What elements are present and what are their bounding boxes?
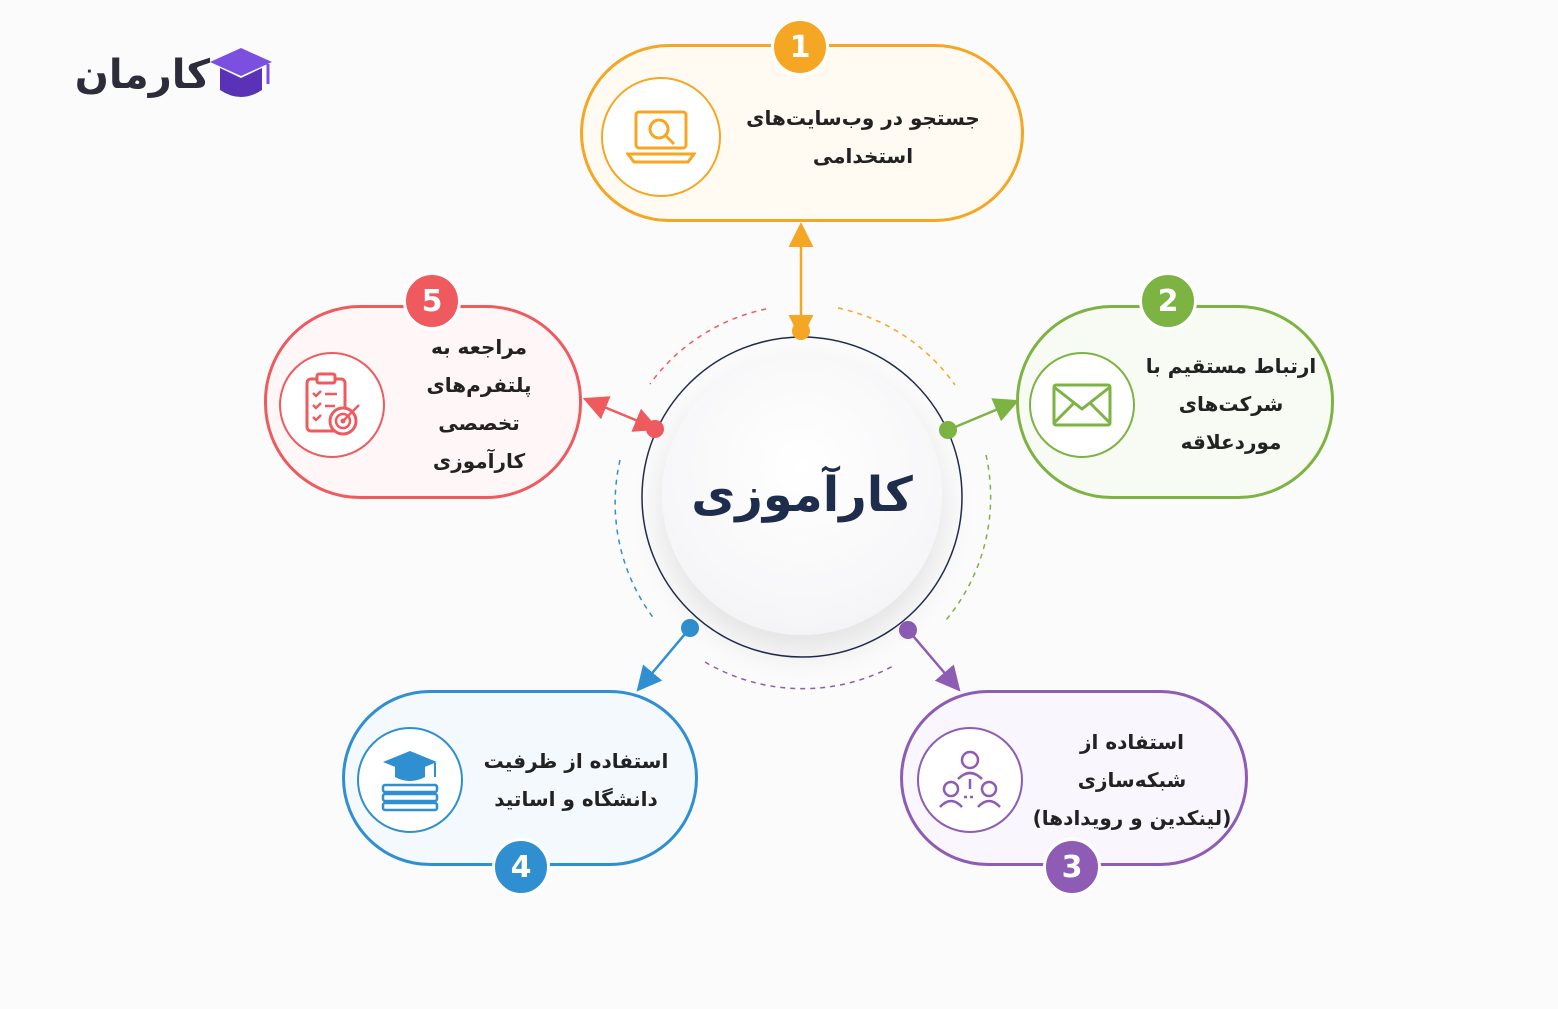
dashed-arc-purple	[704, 661, 896, 690]
step-3-badge: 3	[1043, 838, 1101, 896]
step-2-label: ارتباط مستقیم با شرکت‌های موردعلاقه	[1141, 348, 1321, 460]
step-3-label: استفاده از شبکه‌سازی (لینکدین و رویدادها…	[1027, 725, 1237, 835]
connector-2	[947, 398, 1020, 432]
node-2	[939, 421, 957, 439]
step-4-badge: 4	[492, 838, 550, 896]
connector-4	[636, 627, 691, 692]
dashed-arc-blue	[614, 459, 656, 621]
connector-5	[582, 396, 660, 432]
step-card-4[interactable]: استفاده از ظرفیت دانشگاه و اساتید	[342, 690, 698, 866]
brand-logo[interactable]: کارمان	[74, 44, 276, 114]
step-5-icon-circle	[279, 352, 385, 458]
hub-circle: کارآموزی	[662, 355, 942, 635]
step-1-label: جستجو در وب‌سایت‌های استخدامی	[733, 77, 993, 197]
node-3	[899, 621, 917, 639]
dashed-arc-orange	[837, 307, 956, 386]
brand-name: کارمان	[74, 52, 210, 98]
step-card-3[interactable]: استفاده از شبکه‌سازی (لینکدین و رویدادها…	[900, 690, 1248, 866]
step-5-line2: تخصصی کارآموزی	[432, 411, 526, 473]
dashed-arc-red	[649, 308, 767, 385]
dashed-arc-green	[945, 454, 992, 621]
step-card-5[interactable]: مراجعه به پلتفرم‌های تخصصی کارآموزی	[264, 305, 582, 499]
step-5-line1: مراجعه به پلتفرم‌های	[426, 335, 532, 397]
step-1-badge: 1	[771, 18, 829, 76]
step-5-label: مراجعه به پلتفرم‌های تخصصی کارآموزی	[389, 335, 569, 473]
step-4-line2: دانشگاه و اساتید	[494, 787, 658, 811]
step-1-line2: استخدامی	[812, 144, 914, 168]
step-3-line2: (لینکدین و رویدادها)	[1032, 806, 1232, 830]
laptop-search-icon	[626, 110, 696, 164]
node-1	[792, 322, 810, 340]
graduation-books-icon	[381, 751, 439, 812]
step-2-badge: 2	[1139, 272, 1197, 330]
network-people-icon	[939, 750, 1001, 808]
step-1-icon-circle	[601, 77, 721, 197]
graduation-cap-logo-icon	[210, 48, 272, 97]
step-4-label: استفاده از ظرفیت دانشگاه و اساتید	[471, 725, 681, 835]
node-4	[681, 619, 699, 637]
step-card-1[interactable]: جستجو در وب‌سایت‌های استخدامی	[580, 44, 1024, 222]
step-2-icon-circle	[1029, 352, 1135, 458]
step-5-badge: 5	[403, 272, 461, 330]
envelope-icon	[1052, 383, 1112, 427]
checklist-target-icon	[305, 372, 360, 436]
step-3-icon-circle	[917, 727, 1023, 833]
step-2-line1: ارتباط مستقیم با	[1145, 354, 1317, 378]
step-4-line1: استفاده از ظرفیت	[483, 749, 669, 773]
step-2-line2: شرکت‌های موردعلاقه	[1178, 392, 1284, 454]
hub-title: کارآموزی	[691, 467, 913, 523]
step-card-2[interactable]: ارتباط مستقیم با شرکت‌های موردعلاقه	[1016, 305, 1334, 499]
step-3-line1: استفاده از شبکه‌سازی	[1077, 730, 1187, 792]
step-4-icon-circle	[357, 727, 463, 833]
node-5	[646, 420, 664, 438]
step-1-line1: جستجو در وب‌سایت‌های	[746, 106, 980, 130]
connector-3	[907, 629, 961, 692]
